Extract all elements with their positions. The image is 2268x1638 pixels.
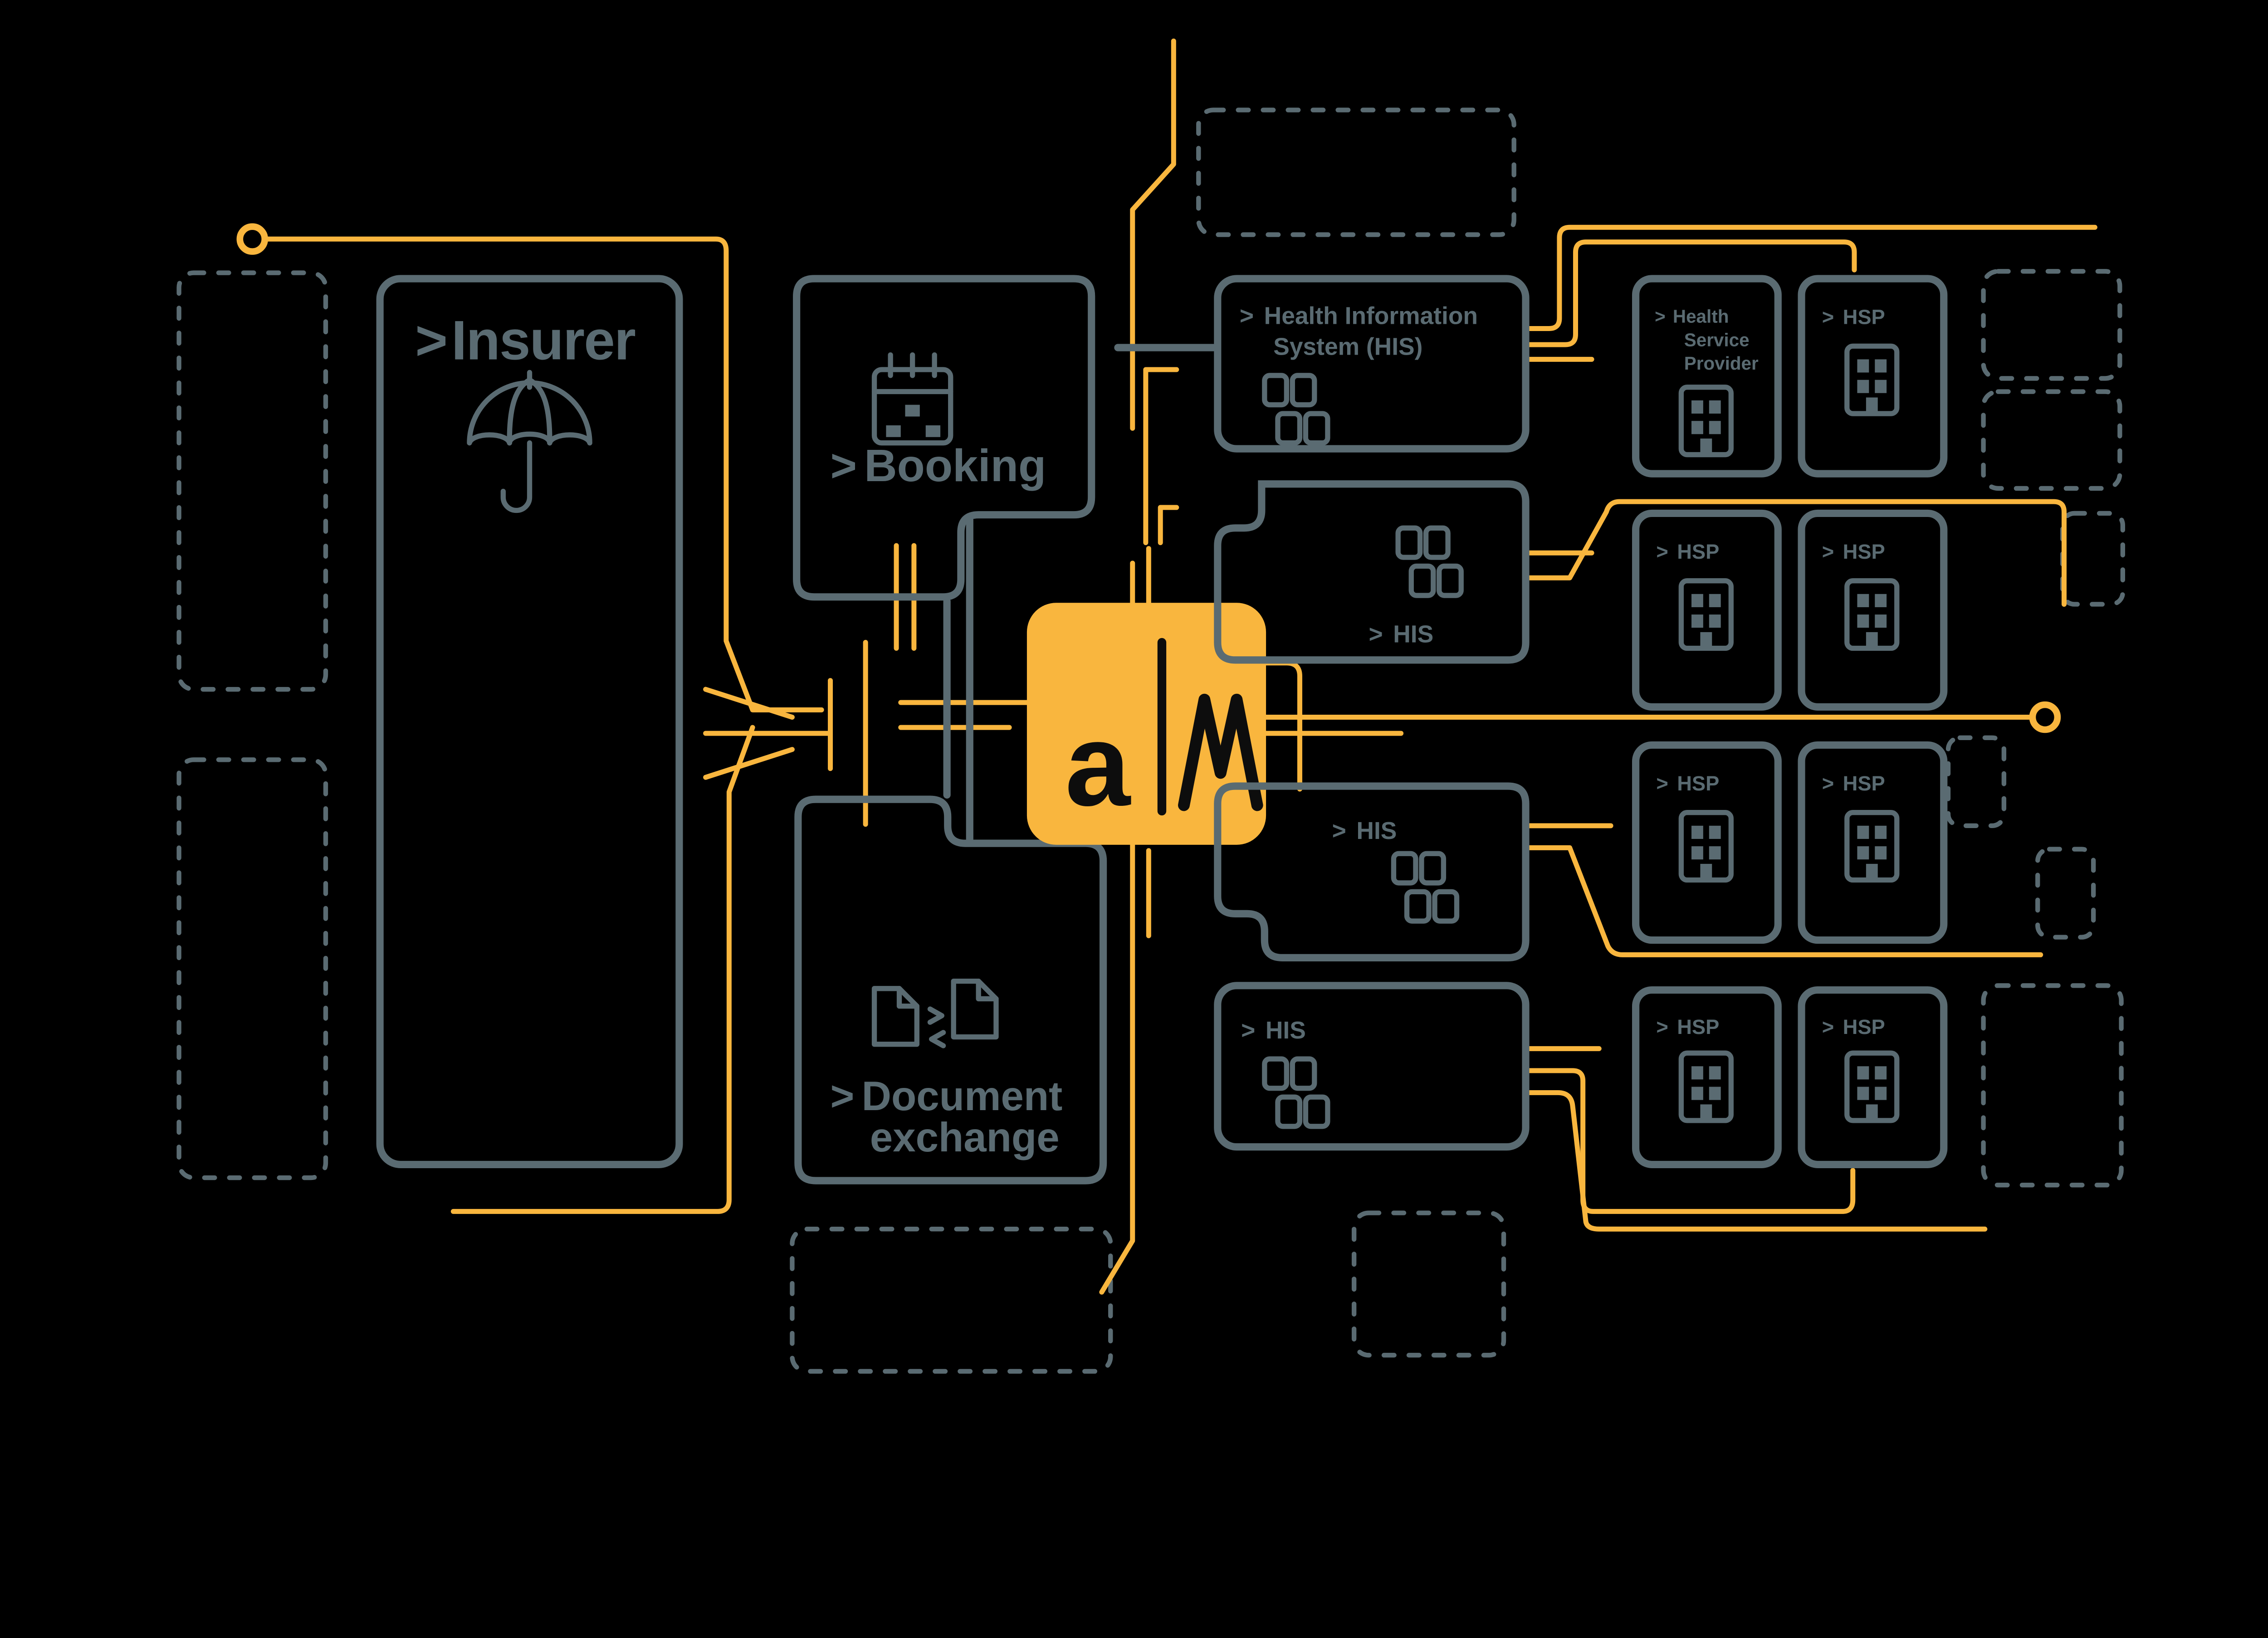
document-exchange-icon	[871, 978, 999, 1048]
hsp-main-chevron: >	[1655, 306, 1666, 327]
building-icon	[1847, 813, 1897, 880]
hsp-r2c2-label: >HSP	[1822, 540, 1885, 563]
building-icon	[1847, 1053, 1897, 1121]
wire-circle-left-to-hub	[264, 236, 824, 712]
wire-top-center	[1130, 39, 1176, 431]
placeholder-box-right-3	[2060, 511, 2125, 607]
wire-logo-to-his-mid	[1263, 660, 1302, 792]
am-logo: a	[1026, 603, 1266, 845]
hsp-box-r4c2: >HSP	[1798, 986, 1948, 1168]
app-grid-icon	[1398, 528, 1461, 595]
app-grid-icon	[1265, 375, 1328, 443]
placeholder-box-left-top	[176, 270, 328, 692]
his-bottom-outline	[1214, 982, 1530, 1151]
booking-chevron: >	[831, 440, 857, 491]
his-main-label-1: >Health Information	[1240, 303, 1478, 330]
wire-his2-to-right	[1525, 499, 2067, 607]
his-box-right: >HIS	[1214, 480, 1530, 664]
calendar-icon	[871, 352, 953, 446]
placeholder-box-right-2	[1981, 389, 2122, 491]
hsp-r4c2-label: >HSP	[1822, 1015, 1885, 1038]
his-main-label-2: System (HIS)	[1273, 334, 1422, 361]
building-icon	[1847, 346, 1897, 414]
hsp-r2c1-label: >HSP	[1656, 540, 1719, 563]
building-icon	[1681, 1053, 1731, 1121]
wire-logo-bottom-1	[1099, 842, 1135, 1295]
wire-his1-to-hsp-r1c2	[1525, 239, 1857, 347]
hsp-box-r2c2: >HSP	[1798, 509, 1948, 711]
his-right-chevron: >	[1369, 621, 1383, 648]
placeholder-box-right-5	[2035, 847, 2096, 940]
his-mid-outline	[1214, 782, 1530, 961]
logo-letter-a: a	[1065, 699, 1131, 830]
hsp-main-label-1: >Health	[1655, 306, 1729, 327]
hsp-r3c2-label: >HSP	[1822, 772, 1885, 795]
hsp-box-r1c2: >HSP	[1798, 275, 1948, 478]
building-icon	[1681, 581, 1731, 648]
wire-fan-1	[703, 687, 795, 720]
his-right-label: >HIS	[1369, 621, 1433, 648]
placeholder-box-bottom-center	[1351, 1210, 1506, 1358]
hsp-box-main: >Health Service Provider	[1632, 275, 1782, 478]
wire-fan-3	[703, 747, 795, 780]
insurer-box: >Insurer	[376, 275, 683, 1168]
placeholder-box-right-6	[1981, 983, 2124, 1188]
document-exchange-label-1: >Document	[831, 1073, 1063, 1119]
placeholder-box-left-bottom	[176, 757, 328, 1180]
document-exchange-label-2: exchange	[870, 1115, 1060, 1160]
his-box-bottom: >HIS	[1214, 982, 1530, 1151]
hsp-r3c1-label: >HSP	[1656, 772, 1719, 795]
wire-his3-to-right	[1525, 845, 2043, 957]
booking-box: >Booking	[793, 275, 1095, 601]
diagram-canvas: >Insurer >Booking >D	[176, 39, 2125, 1374]
placeholder-box-right-4	[1945, 735, 2007, 828]
building-icon	[1681, 813, 1731, 880]
wire-his1-top-long	[1525, 224, 2097, 331]
hsp-box-r4c1: >HSP	[1632, 986, 1782, 1168]
placeholder-box-right-1	[1981, 269, 2122, 381]
umbrella-icon	[467, 370, 592, 513]
app-grid-icon	[1265, 1059, 1328, 1126]
hsp-main-outline	[1632, 275, 1782, 478]
hsp-box-r3c1: >HSP	[1632, 741, 1782, 944]
node-circle-left	[236, 223, 269, 255]
wire-top-center-2	[1143, 367, 1179, 546]
insurer-outline	[376, 275, 683, 1168]
building-icon	[1681, 387, 1731, 455]
document-exchange-chevron: >	[831, 1073, 855, 1119]
booking-outline	[793, 275, 1095, 601]
his-bottom-label: >HIS	[1241, 1017, 1306, 1044]
logo-tile	[1026, 603, 1266, 845]
building-icon	[1847, 581, 1897, 648]
his-mid-label: >HIS	[1332, 818, 1397, 844]
hsp-main-label-2: Service	[1684, 329, 1750, 350]
his-main-chevron: >	[1240, 303, 1254, 330]
his-box-main: >Health Information System (HIS)	[1214, 275, 1530, 453]
app-grid-icon	[1393, 853, 1457, 921]
node-circle-right	[2029, 701, 2061, 733]
his-bottom-chevron: >	[1241, 1017, 1255, 1044]
placeholder-box-bottom-left	[790, 1227, 1113, 1374]
his-right-outline	[1214, 480, 1530, 664]
hsp-r4c1-label: >HSP	[1656, 1015, 1719, 1038]
his-main-outline	[1214, 275, 1530, 453]
his-box-mid: >HIS	[1214, 782, 1530, 961]
hsp-r1c2-label: >HSP	[1822, 306, 1885, 329]
wire-top-center-3	[1158, 505, 1179, 546]
insurer-label: >Insurer	[415, 309, 635, 371]
insurer-chevron: >	[415, 309, 447, 371]
hsp-box-r3c2: >HSP	[1798, 741, 1948, 944]
document-exchange-box: >Document exchange	[794, 795, 1107, 1185]
document-exchange-outline	[794, 795, 1107, 1185]
booking-label: >Booking	[831, 440, 1046, 491]
logo-m-glyph	[1178, 693, 1263, 811]
wire-his4-bottom-long	[1525, 1090, 1988, 1232]
hsp-main-label-3: Provider	[1684, 353, 1759, 374]
placeholder-box-top-center	[1196, 107, 1516, 237]
connection-wires	[236, 39, 2097, 1295]
architecture-diagram: >Insurer >Booking >D	[176, 39, 2125, 1374]
wire-hub-to-bottom-left	[450, 725, 755, 1214]
hsp-box-r2c1: >HSP	[1632, 509, 1782, 711]
his-mid-chevron: >	[1332, 818, 1346, 844]
